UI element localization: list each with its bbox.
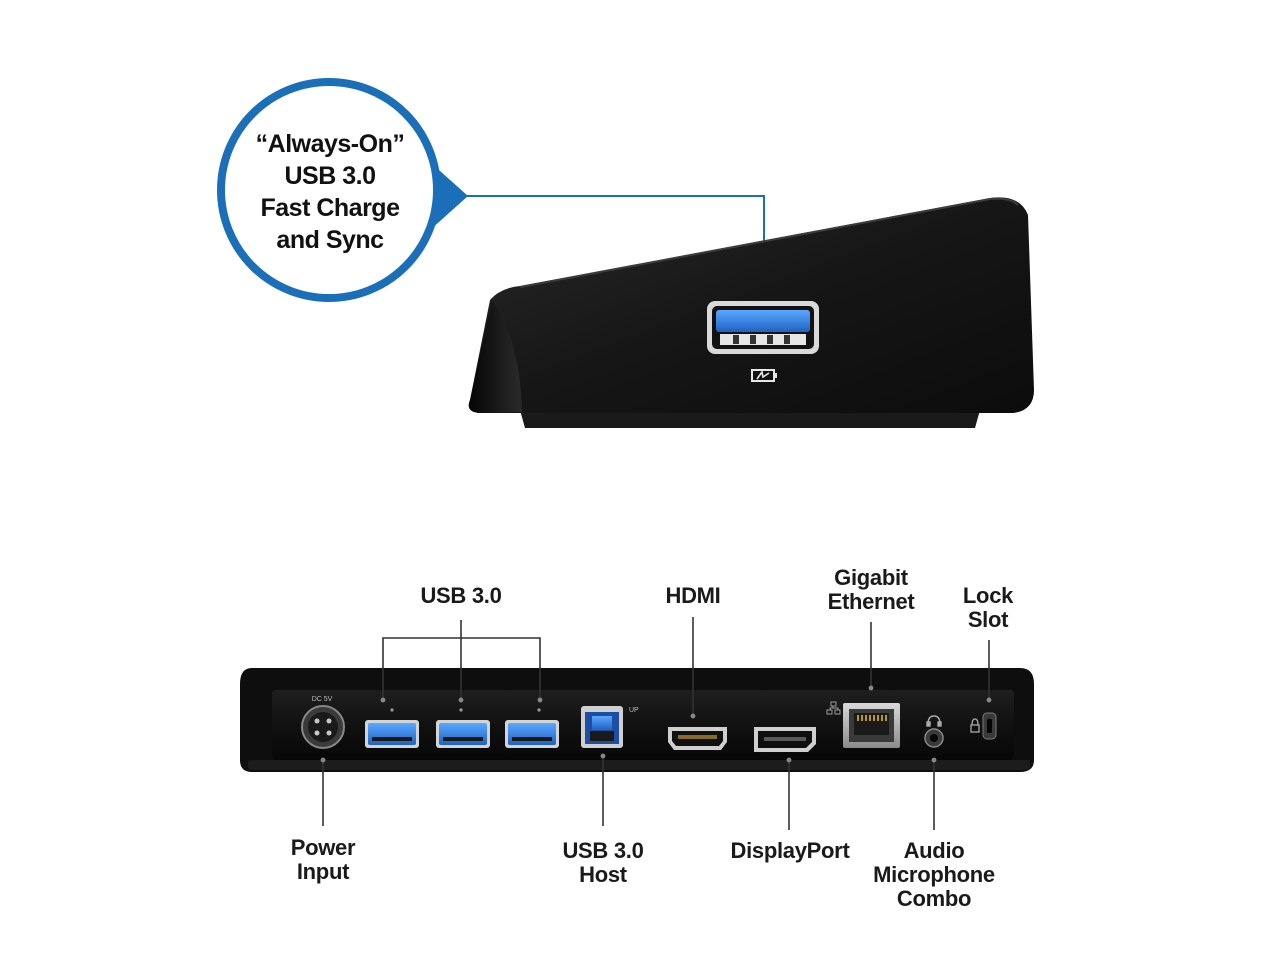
label-gigabit-line-2: Ethernet bbox=[827, 589, 915, 614]
dock-back-view: DC 5V bbox=[240, 668, 1034, 772]
dc-in-label: DC 5V bbox=[312, 696, 333, 703]
label-power-line-2: Input bbox=[296, 859, 350, 884]
callout-line-2: USB 3.0 bbox=[284, 162, 376, 190]
usb-b-up-label: UP bbox=[629, 707, 639, 714]
dc-power-jack: DC 5V bbox=[301, 696, 345, 749]
callout-ring bbox=[217, 78, 441, 302]
label-usb30: USB 3.0 bbox=[420, 583, 502, 608]
network-icon bbox=[826, 701, 841, 715]
label-audio-line-2: Microphone bbox=[873, 862, 995, 887]
label-gigabit-line-1: Gigabit bbox=[834, 565, 908, 590]
label-lock-slot: Lock Slot bbox=[948, 584, 1028, 632]
label-displayport: DisplayPort bbox=[730, 838, 850, 863]
label-power-line-1: Power bbox=[290, 835, 356, 860]
label-audio-line-3: Combo bbox=[896, 886, 972, 911]
label-usb-host-line-2: Host bbox=[579, 862, 627, 887]
usb3-ports bbox=[365, 708, 559, 748]
front-usb-port bbox=[707, 301, 819, 354]
label-gigabit-ethernet: Gigabit Ethernet bbox=[811, 566, 931, 614]
label-power-input: Power Input bbox=[268, 836, 378, 884]
label-usb-host-line-1: USB 3.0 bbox=[562, 838, 644, 863]
headset-icon bbox=[926, 715, 942, 727]
label-usb-host: USB 3.0 Host bbox=[548, 839, 658, 887]
kensington-lock-slot bbox=[982, 712, 997, 740]
usb3-b-host-port: UP bbox=[581, 706, 639, 748]
audio-jack bbox=[924, 728, 944, 748]
label-hdmi: HDMI bbox=[665, 583, 721, 608]
hdmi-port bbox=[668, 727, 727, 750]
callout-text: “Always-On” USB 3.0 Fast Charge and Sync bbox=[225, 128, 435, 256]
callout-line-1: “Always-On” bbox=[255, 130, 405, 158]
ethernet-port bbox=[843, 703, 900, 748]
usb3-port-1 bbox=[365, 708, 419, 748]
dock-front-view bbox=[468, 197, 1034, 428]
label-audio-mic-combo: Audio Microphone Combo bbox=[864, 839, 1004, 911]
displayport-port bbox=[754, 727, 816, 752]
leader-lines bbox=[322, 617, 990, 830]
usb-charge-battery-icon bbox=[751, 369, 777, 382]
leader-dots bbox=[320, 685, 992, 763]
callout-bubble bbox=[217, 78, 468, 302]
label-audio-line-1: Audio bbox=[903, 838, 965, 863]
usb3-port-3 bbox=[505, 708, 559, 748]
label-lock-line-1: Lock bbox=[962, 583, 1014, 608]
lock-icon bbox=[970, 718, 980, 733]
usb3-port-2 bbox=[436, 708, 490, 748]
callout-line-4: and Sync bbox=[276, 226, 384, 254]
label-lock-line-2: Slot bbox=[967, 607, 1009, 632]
callout-line-3: Fast Charge bbox=[260, 194, 400, 222]
